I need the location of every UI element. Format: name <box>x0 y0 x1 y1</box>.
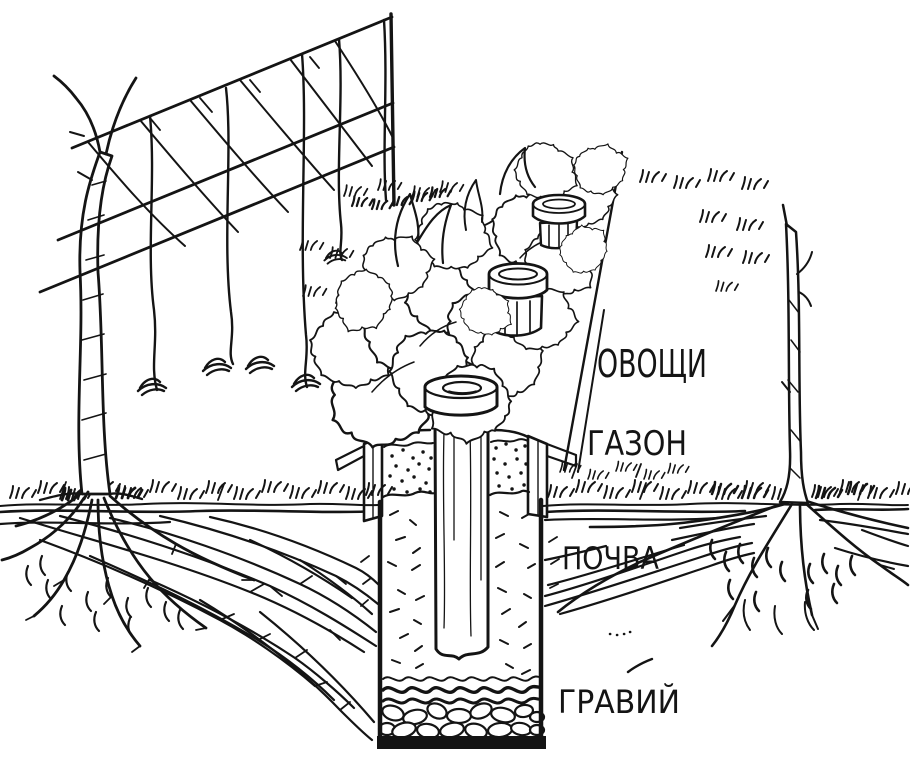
label-soil: ПОЧВА <box>562 541 659 577</box>
main-pipe <box>433 413 490 661</box>
left-tree <box>38 74 144 502</box>
trench-soil-fill <box>360 510 560 675</box>
trench-bottom-bar <box>377 736 546 749</box>
grape-trellis <box>38 12 452 294</box>
lawn-grass <box>0 460 910 507</box>
label-vegetables: ОВОЩИ <box>597 342 707 386</box>
trellis-wire-bottom <box>38 145 396 294</box>
label-gravel: ГРАВИЙ <box>558 683 680 721</box>
bed-edge-line-2 <box>577 309 605 473</box>
main-pipe-collar <box>423 374 499 417</box>
left-tree-roots <box>0 494 256 653</box>
vegetable-row-lettuce <box>295 132 637 473</box>
wavy-water-layer <box>381 675 542 705</box>
watering-pipe-middle <box>452 214 621 348</box>
trellis-wire-middle <box>56 101 395 242</box>
trench-walls <box>377 497 546 749</box>
soil-cross-section-right <box>543 507 910 674</box>
soil-cross-section-left <box>0 509 381 742</box>
right-sapling <box>710 203 876 505</box>
bed-edge-line <box>562 150 624 472</box>
sapling-roots <box>556 498 910 648</box>
labels: ОВОЩИ ГАЗОН ПОЧВА ГРАВИЙ <box>558 342 707 721</box>
trellis-post <box>389 12 396 207</box>
watering-pipe-far <box>531 193 587 250</box>
gravel-layer <box>377 702 546 740</box>
grapevines <box>87 18 393 397</box>
label-lawn: ГАЗОН <box>587 424 687 464</box>
